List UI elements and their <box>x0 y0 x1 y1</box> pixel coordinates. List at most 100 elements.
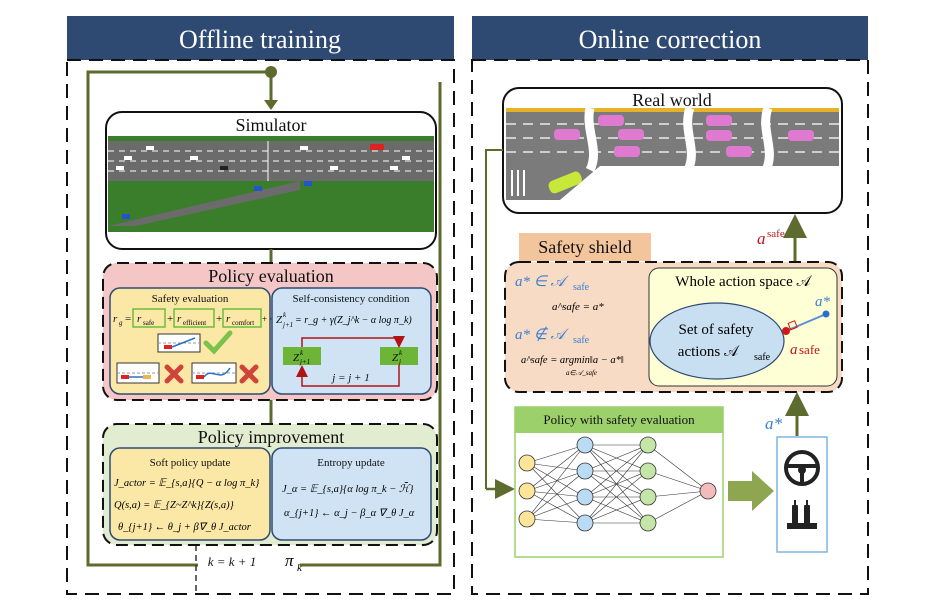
svg-text:Z: Z <box>293 352 300 364</box>
input-layer <box>518 454 536 528</box>
k-update-label: k = k + 1 <box>198 551 268 571</box>
svg-text:a^safe = argmin‖a − a*‖: a^safe = argmin‖a − a*‖ <box>521 355 624 366</box>
svg-text:k: k <box>297 562 303 574</box>
scenario-bad-1 <box>116 362 160 384</box>
svg-text:+: + <box>167 313 173 325</box>
safe-action-set-ellipse <box>649 302 785 380</box>
hidden-layer-1 <box>576 436 594 532</box>
svg-text:θ_{j+1} ← θ_j + β∇_θ J_actor: θ_{j+1} ← θ_j + β∇_θ J_actor <box>118 522 252 533</box>
simulator-image <box>108 136 434 232</box>
simulator-box: Simulator <box>105 111 437 250</box>
network-to-control-arrow <box>728 471 774 511</box>
soft-policy-update-panel: Soft policy update J_actor = 𝔼_{s,a}{Q −… <box>109 447 271 541</box>
action-space-panel: Whole action space 𝒜 Set of safety actio… <box>648 267 838 387</box>
svg-text:safe: safe <box>573 282 590 293</box>
svg-text:safe: safe <box>799 342 820 357</box>
loop-arrow-head <box>264 100 278 110</box>
a-star-point <box>822 310 830 318</box>
svg-text:a* ∈ 𝒜: a* ∈ 𝒜 <box>515 274 570 290</box>
self-consistency-panel: Self-consistency condition Z k j+1 = r_g… <box>271 287 432 395</box>
svg-text:Safety evaluation: Safety evaluation <box>152 293 229 305</box>
svg-text:Safety shield: Safety shield <box>538 237 631 257</box>
hidden-layer-2 <box>639 436 657 532</box>
svg-text:Z: Z <box>276 314 283 326</box>
right-angle-marker <box>787 320 798 331</box>
svg-text:j = j + 1: j = j + 1 <box>330 372 369 384</box>
svg-text:r: r <box>177 313 182 325</box>
svg-text:Q(s,a) = 𝔼_{Z~Z^k}{Z(s,a)}: Q(s,a) = 𝔼_{Z~Z^k}{Z(s,a)} <box>114 500 235 511</box>
svg-text:actions 𝒜: actions 𝒜 <box>678 344 740 360</box>
real-world-box: Real world <box>502 87 843 214</box>
svg-text:safe: safe <box>573 335 590 346</box>
policy-network-box: Policy with safety evaluation <box>514 406 724 558</box>
svg-text:Soft policy update: Soft policy update <box>150 457 231 469</box>
svg-text:Z: Z <box>392 352 399 364</box>
svg-text:Real world: Real world <box>632 90 711 110</box>
entropy-update-panel: Entropy update J_α = 𝔼_{s,a}{α log π_k −… <box>271 447 432 541</box>
svg-text:r: r <box>137 313 142 325</box>
svg-text:a: a <box>790 342 798 358</box>
svg-text:Offline training: Offline training <box>179 25 341 54</box>
pi-k-label: π k <box>285 551 303 574</box>
svg-text:r: r <box>226 313 231 325</box>
a-star-output-label: a* <box>765 414 783 433</box>
svg-text:π: π <box>285 551 294 570</box>
svg-text:a*: a* <box>815 294 831 310</box>
svg-text:efficient: efficient <box>183 319 206 327</box>
steering-wheel-icon <box>784 450 820 486</box>
vehicle-control-box <box>776 436 828 553</box>
shield-rules: a* ∈ 𝒜 safe a^safe = a* a* ∉ 𝒜 safe a^sa… <box>515 274 624 377</box>
svg-text:k: k <box>399 349 403 357</box>
policy-network-label <box>515 407 723 433</box>
policy-improvement-box: Policy improvement Soft policy update J_… <box>102 423 438 546</box>
a-star-vector <box>785 313 827 332</box>
svg-text:safe: safe <box>767 228 785 240</box>
svg-text:Simulator: Simulator <box>236 115 307 135</box>
safety-evaluation-panel: Safety evaluation r g = r safe + r effic… <box>109 287 278 395</box>
svg-text:safe: safe <box>754 352 771 363</box>
scenario-bad-2 <box>191 362 237 384</box>
z-current-box: Z k j <box>380 347 418 366</box>
z-loop-arrow-return <box>296 365 400 387</box>
svg-text:j+1: j+1 <box>282 321 293 329</box>
real-world-road-image <box>506 106 839 200</box>
left-panel-frame <box>66 59 455 595</box>
svg-text:j+1: j+1 <box>299 358 310 366</box>
network-edges <box>526 444 709 524</box>
svg-text:Policy evaluation: Policy evaluation <box>208 266 333 286</box>
svg-text:comfort: comfort <box>232 319 254 327</box>
svg-text:Policy improvement: Policy improvement <box>198 427 344 447</box>
svg-text:r: r <box>113 313 118 325</box>
z-next-box: Z k j+1 <box>283 347 321 366</box>
svg-text:Whole action space 𝒜: Whole action space 𝒜 <box>675 274 812 290</box>
svg-text:j: j <box>398 358 401 366</box>
cross-icon <box>164 364 184 384</box>
svg-text:= r_g + γ(Z_j^k − α log π_k): = r_g + γ(Z_j^k − α log π_k) <box>295 315 412 326</box>
svg-text:Self-consistency condition: Self-consistency condition <box>292 293 410 305</box>
svg-text:safe: safe <box>143 319 154 327</box>
loop-junction-dot <box>265 66 277 78</box>
svg-text:Policy with safety evaluation: Policy with safety evaluation <box>543 412 695 427</box>
a-safe-output-label: a safe <box>757 228 785 248</box>
svg-text:k: k <box>300 349 304 357</box>
svg-text:k = k + 1: k = k + 1 <box>208 554 257 569</box>
svg-text:α_{j+1} ← α_j − β_α ∇_θ J_α: α_{j+1} ← α_j − β_α ∇_θ J_α <box>284 508 415 519</box>
left-header: Offline training <box>67 16 454 60</box>
svg-text:a^safe = a*: a^safe = a* <box>552 301 604 313</box>
svg-text:Entropy update: Entropy update <box>317 457 385 469</box>
output-node <box>699 482 717 500</box>
safety-shield-box: Safety shield a* ∈ 𝒜 safe a^safe = a* a*… <box>504 233 843 393</box>
checkmark-icon <box>203 330 233 355</box>
pedals-icon <box>787 500 817 529</box>
z-loop-arrow <box>301 336 405 348</box>
svg-text:Set of safety: Set of safety <box>679 322 754 338</box>
svg-text:Online correction: Online correction <box>579 25 762 54</box>
svg-text:=: = <box>125 313 131 325</box>
right-panel-frame <box>471 59 869 595</box>
policy-evaluation-box: Policy evaluation Safety evaluation r g … <box>102 262 438 401</box>
a-safe-point <box>782 327 790 335</box>
svg-text:a: a <box>757 229 766 248</box>
reward-equation: r g = r safe + r efficient + r comfort +… <box>113 308 278 328</box>
